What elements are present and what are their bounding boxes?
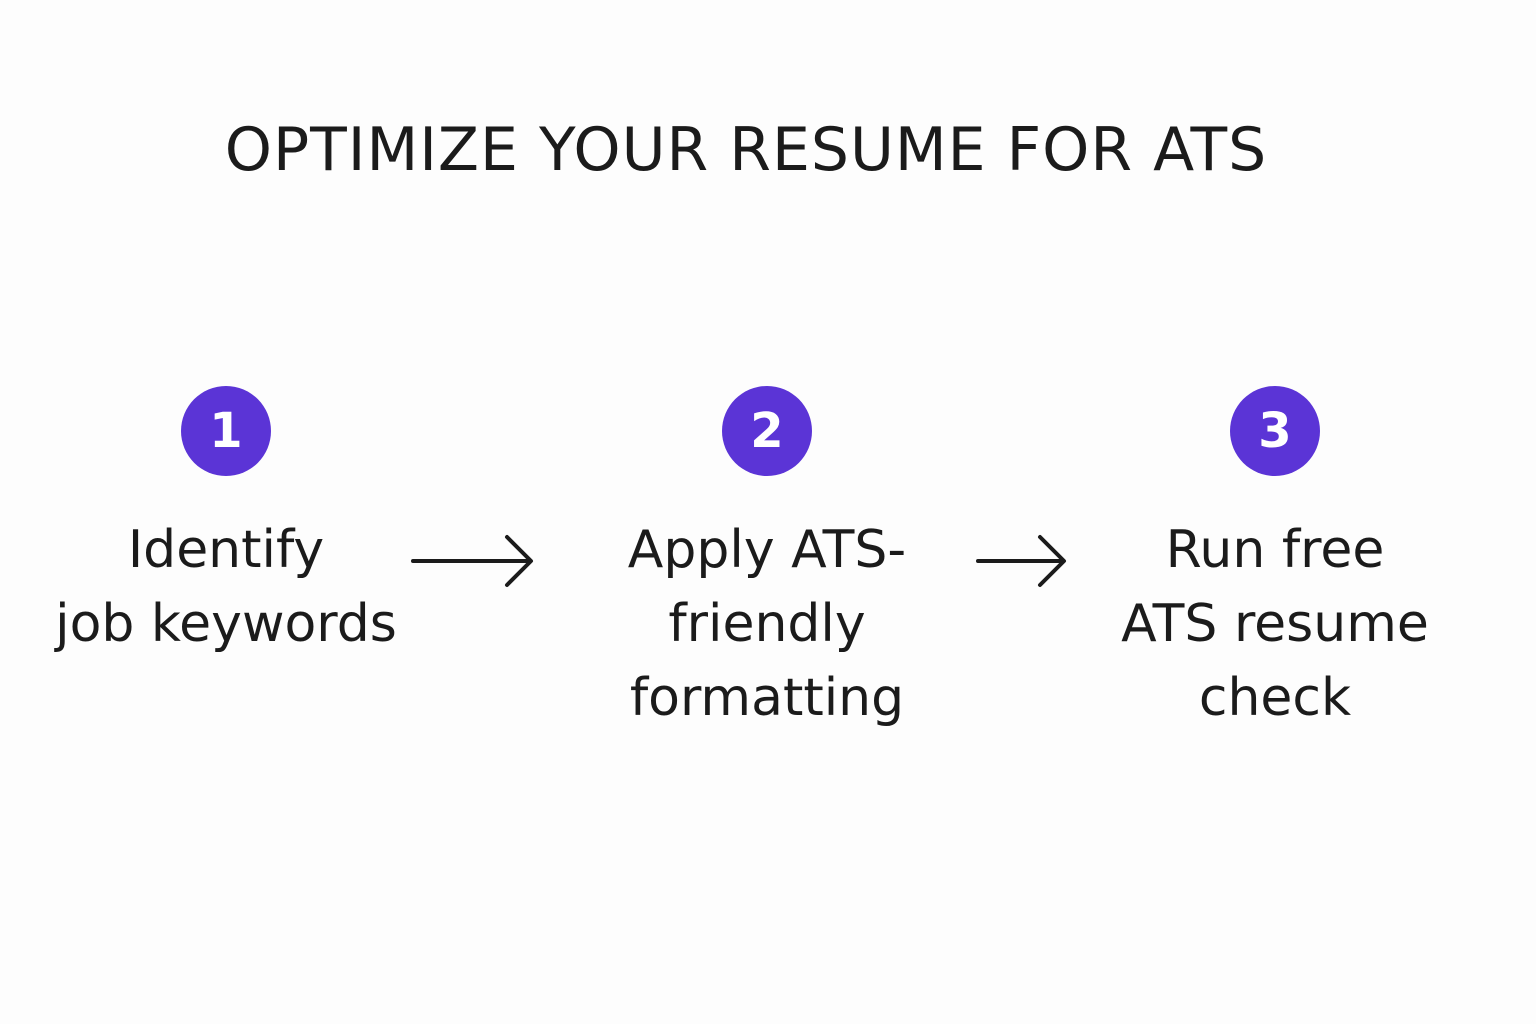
- page-title: OPTIMIZE YOUR RESUME FOR ATS: [224, 115, 1268, 185]
- step-label: Apply ATS- friendly formatting: [547, 513, 987, 735]
- step-1: 1 Identify job keywords: [6, 386, 446, 661]
- step-2: 2 Apply ATS- friendly formatting: [547, 386, 987, 735]
- step-label: Identify job keywords: [6, 513, 446, 661]
- step-label-line: ATS resume: [1121, 594, 1429, 654]
- step-number-badge: 1: [181, 386, 271, 476]
- step-label-line: formatting: [629, 668, 905, 728]
- step-label-line: job keywords: [55, 594, 397, 654]
- step-label-line: check: [1198, 668, 1352, 728]
- step-label-line: Apply ATS-: [627, 520, 907, 580]
- arrow-right-icon: [411, 535, 533, 587]
- arrow-right-icon: [976, 535, 1066, 587]
- step-number-badge: 2: [722, 386, 812, 476]
- step-3: 3 Run free ATS resume check: [1055, 386, 1495, 735]
- step-label: Run free ATS resume check: [1055, 513, 1495, 735]
- step-label-line: Run free: [1165, 520, 1385, 580]
- step-label-line: Identify: [127, 520, 325, 580]
- step-label-line: friendly: [668, 594, 866, 654]
- step-number-badge: 3: [1230, 386, 1320, 476]
